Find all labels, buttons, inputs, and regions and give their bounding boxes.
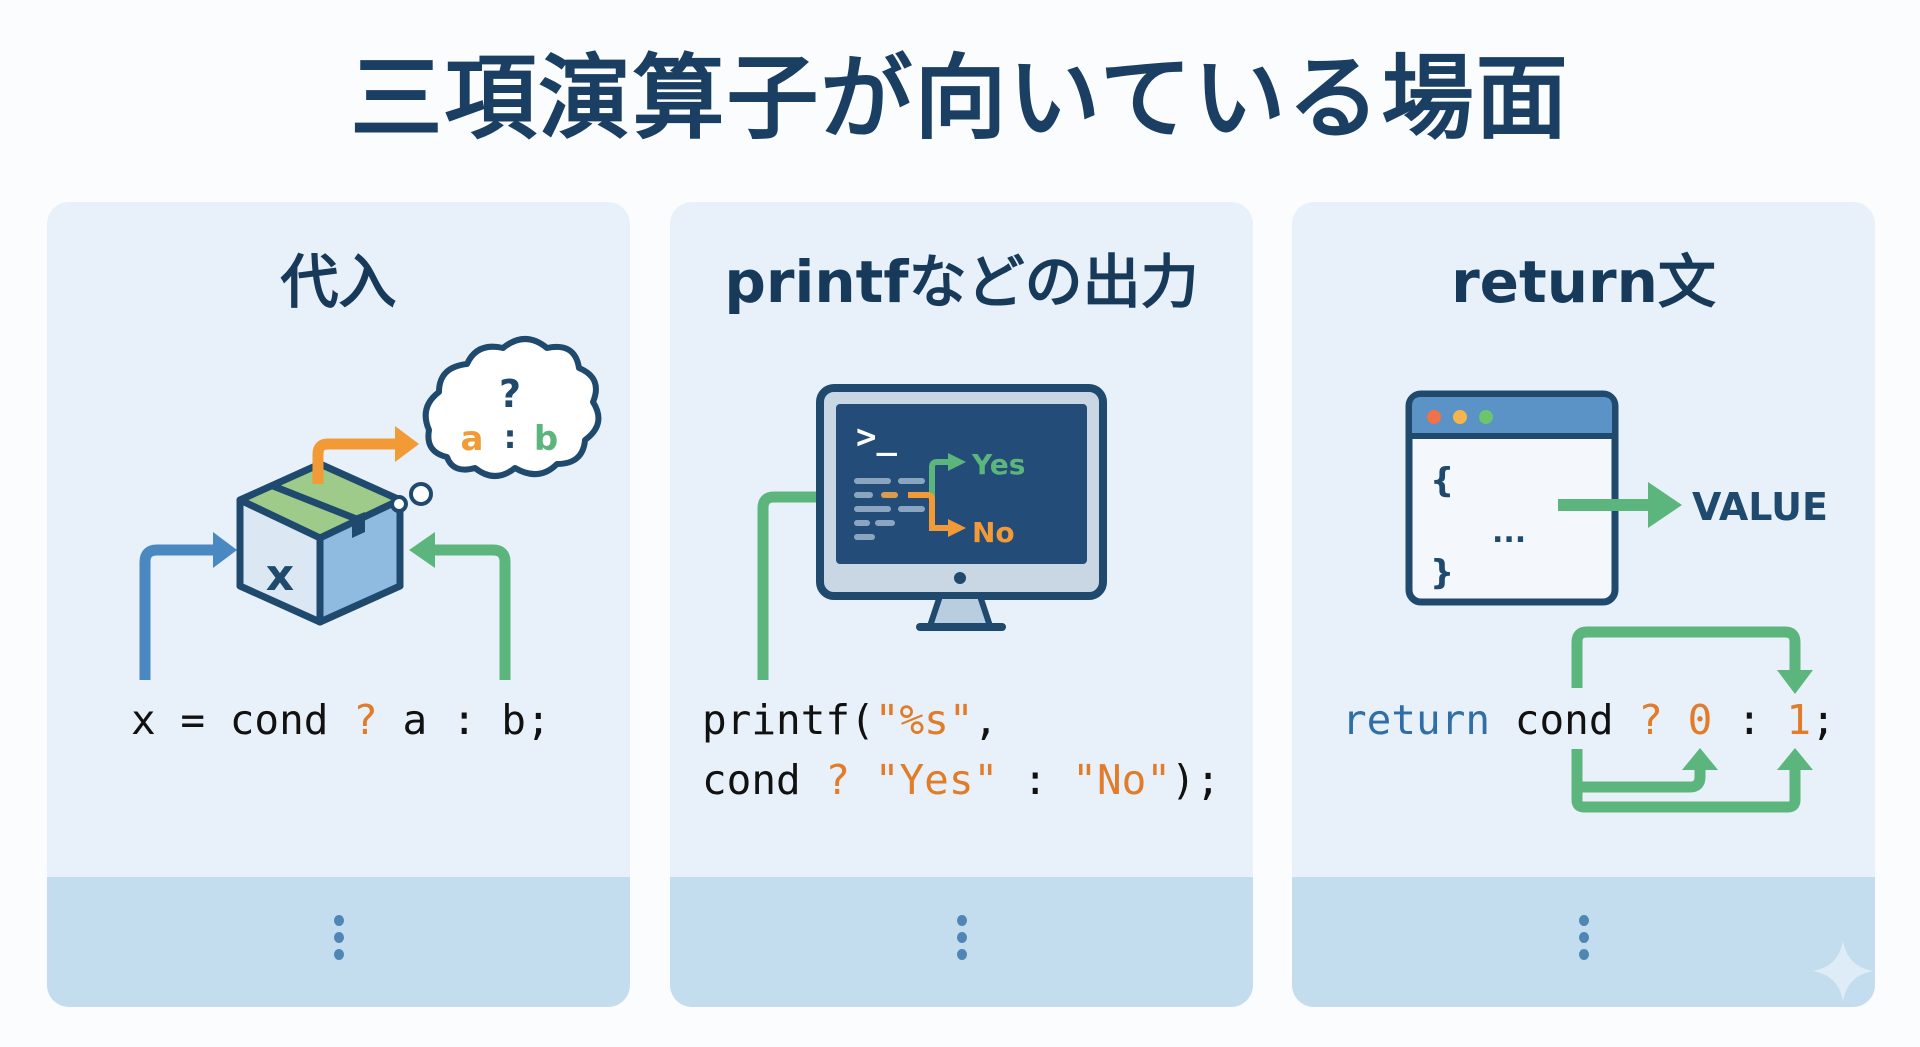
- card-printf-output: printfなどの出力 >_: [670, 202, 1253, 1007]
- card-footer: [47, 877, 630, 1007]
- svg-text:?: ?: [499, 372, 521, 416]
- return-illustration: { ... } VALUE: [1405, 390, 1828, 813]
- card-heading: printfなどの出力: [724, 248, 1199, 316]
- thought-dot-icon: [409, 482, 433, 506]
- more-options-icon[interactable]: [956, 915, 968, 971]
- orange-output-arrow-icon: [312, 426, 419, 484]
- card-footer: [1292, 877, 1875, 1007]
- code-snippet-return: return cond ? 0 : 1;: [1342, 696, 1836, 744]
- code-snippet-assignment: x = cond ? a : b;: [131, 696, 551, 744]
- yes-label: Yes: [971, 448, 1025, 481]
- code-snippet-printf: printf("%s", cond ? "Yes" : "No");: [702, 696, 1221, 804]
- return-value-arrow-icon: [1558, 482, 1682, 528]
- thought-cloud-icon: ? a : b: [422, 336, 602, 479]
- card-assignment: 代入 x ? a: [47, 202, 630, 1007]
- green-input-arrow-icon: [409, 532, 511, 680]
- svg-text:}: }: [1430, 553, 1454, 593]
- more-options-icon[interactable]: [1578, 915, 1590, 971]
- prompt-text: >_: [856, 417, 897, 457]
- branch-arrow-icon: [1571, 748, 1813, 813]
- value-label: VALUE: [1692, 485, 1828, 529]
- thought-dot-icon: [390, 495, 408, 513]
- code-lines-icon: [854, 478, 925, 540]
- card-heading: return文: [1451, 248, 1716, 316]
- svg-text:b: b: [534, 419, 558, 459]
- card-return-statement: return文 { ... } VALUE: [1292, 202, 1875, 1007]
- printf-illustration: >_ Yes No: [757, 384, 1107, 680]
- page-title: 三項演算子が向いている場面: [350, 45, 1570, 152]
- svg-text::: :: [504, 418, 517, 456]
- sparkle-watermark-icon: [1812, 940, 1874, 1002]
- box-icon: x: [236, 460, 404, 626]
- svg-text:{: {: [1430, 461, 1454, 501]
- card-footer: [670, 877, 1253, 1007]
- more-options-icon[interactable]: [333, 915, 345, 971]
- branch-arrow-icon: [1571, 626, 1813, 694]
- code-window-icon: { ... }: [1405, 390, 1619, 606]
- card-heading: 代入: [280, 248, 397, 316]
- monitor-icon: >_ Yes No: [816, 384, 1107, 631]
- assignment-illustration: x ? a : b: [139, 336, 602, 680]
- blue-input-arrow-icon: [139, 532, 237, 680]
- svg-text:...: ...: [1492, 515, 1526, 550]
- no-label: No: [972, 516, 1015, 549]
- svg-text:a: a: [461, 419, 484, 459]
- box-label: x: [266, 550, 294, 601]
